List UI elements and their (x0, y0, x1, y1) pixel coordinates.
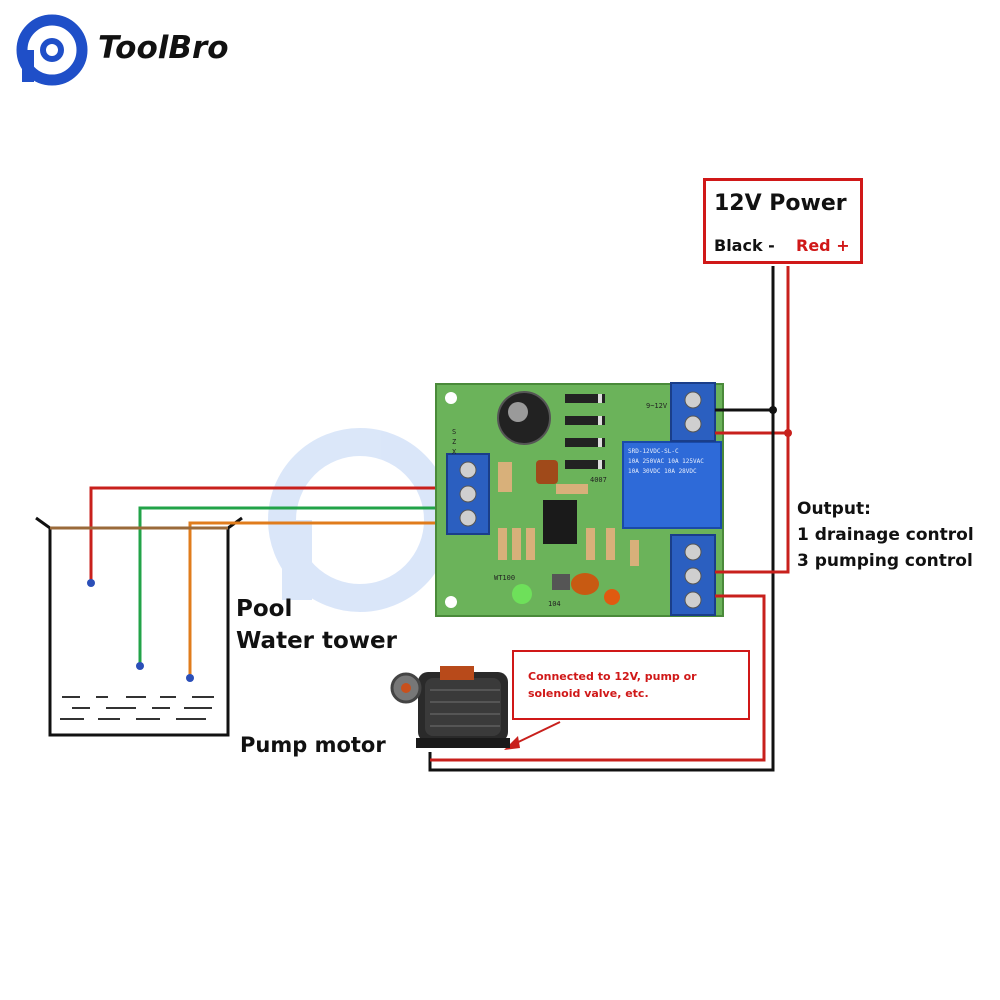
output-title: Output: (797, 499, 871, 519)
pump-motor-label: Pump motor (240, 733, 386, 757)
brand-name: ToolBro (98, 30, 229, 66)
note-box: Connected to 12V, pump or solenoid valve… (512, 650, 750, 720)
pump-motor (390, 666, 510, 748)
toolbro-p-logo-icon (16, 14, 88, 86)
probe-label-x: X (452, 448, 457, 456)
diode-mark: 4007 (590, 476, 607, 484)
junction-dot (769, 406, 777, 414)
probe-tip (136, 662, 144, 670)
junction-dot (784, 429, 792, 437)
relay-mark-2: 10A 250VAC 10A 125VAC (628, 458, 704, 465)
probe-label-z: Z (452, 438, 457, 446)
output-line-1: 1 drainage control (797, 525, 974, 545)
power-black-label: Black - (714, 236, 775, 255)
probe-label-s: S (452, 428, 457, 436)
voltage-mark: 9~12V (646, 402, 668, 410)
power-label-box: 12V Power Black - Red + (703, 178, 863, 264)
relay-mark-1: SRD-12VDC-SL-C (628, 448, 679, 455)
probe-tip (186, 674, 194, 682)
output-terminal-block (670, 534, 716, 616)
water-tank (35, 516, 243, 737)
tank-label-water-tower: Water tower (236, 628, 397, 654)
power-title: 12V Power (714, 191, 847, 216)
probe-tip (87, 579, 95, 587)
note-text: Connected to 12V, pump or solenoid valve… (528, 670, 697, 700)
tank-label-pool: Pool (236, 596, 293, 622)
power-red-label: Red + (796, 236, 850, 255)
probe-wires (50, 486, 462, 678)
cap-mark: 104 (548, 600, 561, 608)
power-terminal-block (670, 382, 716, 442)
output-line-2: 3 pumping control (797, 551, 973, 571)
note-arrow (504, 721, 561, 750)
model-mark: WT100 (494, 574, 516, 582)
probe-terminal-block (446, 453, 490, 535)
relay-mark-3: 10A 30VDC 10A 28VDC (628, 468, 697, 475)
